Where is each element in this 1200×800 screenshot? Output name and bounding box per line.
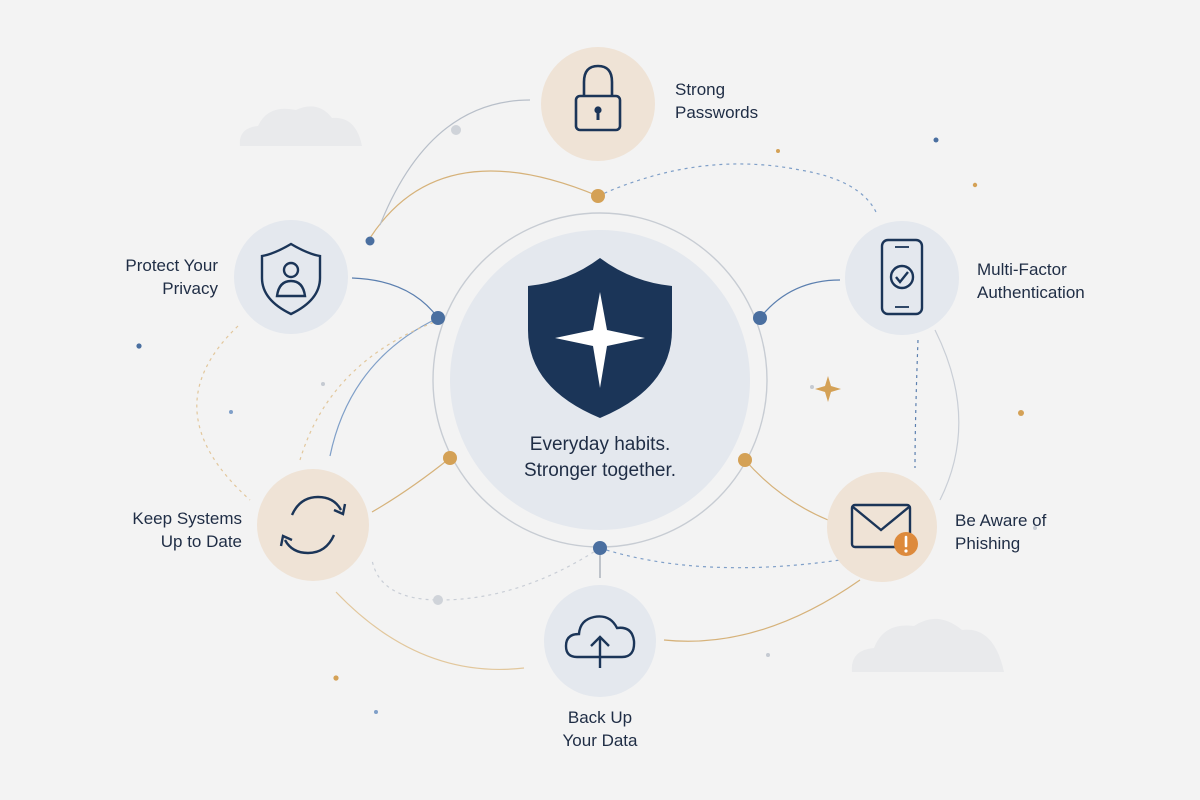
label-phishing: Be Aware of Phishing (955, 511, 1047, 553)
tagline-line-1: Everyday habits. (529, 434, 671, 455)
phishing-circle (827, 472, 937, 582)
refresh-arrows-icon (279, 495, 347, 555)
envelope-alert-icon (850, 503, 918, 556)
padlock-icon (574, 64, 622, 132)
tagline-line-2: Stronger together. (523, 460, 677, 481)
label-backup: Back Up Your Data (562, 708, 638, 750)
shield-star-icon (528, 258, 672, 418)
shield-user-icon (260, 242, 322, 316)
sparkle-icon (815, 376, 841, 402)
label-keep-updated: Keep Systems Up to Date (132, 509, 242, 551)
keep-updated-circle (257, 469, 369, 581)
center-tagline: Everyday habits. Stronger together. (450, 432, 750, 484)
label-strong-passwords: Strong Passwords (675, 80, 759, 122)
phone-check-icon (880, 238, 924, 316)
connector-lines (196, 99, 960, 671)
label-multi-factor: Multi-Factor Authentication (977, 260, 1085, 302)
junction-dots (365, 125, 767, 605)
label-privacy: Protect Your Privacy (125, 256, 218, 298)
cloud-upload-icon (564, 615, 636, 668)
cloud-icon (851, 618, 1004, 672)
cloud-icon (239, 106, 362, 146)
strong-passwords-circle (541, 47, 655, 161)
decor-dots (136, 137, 1037, 714)
